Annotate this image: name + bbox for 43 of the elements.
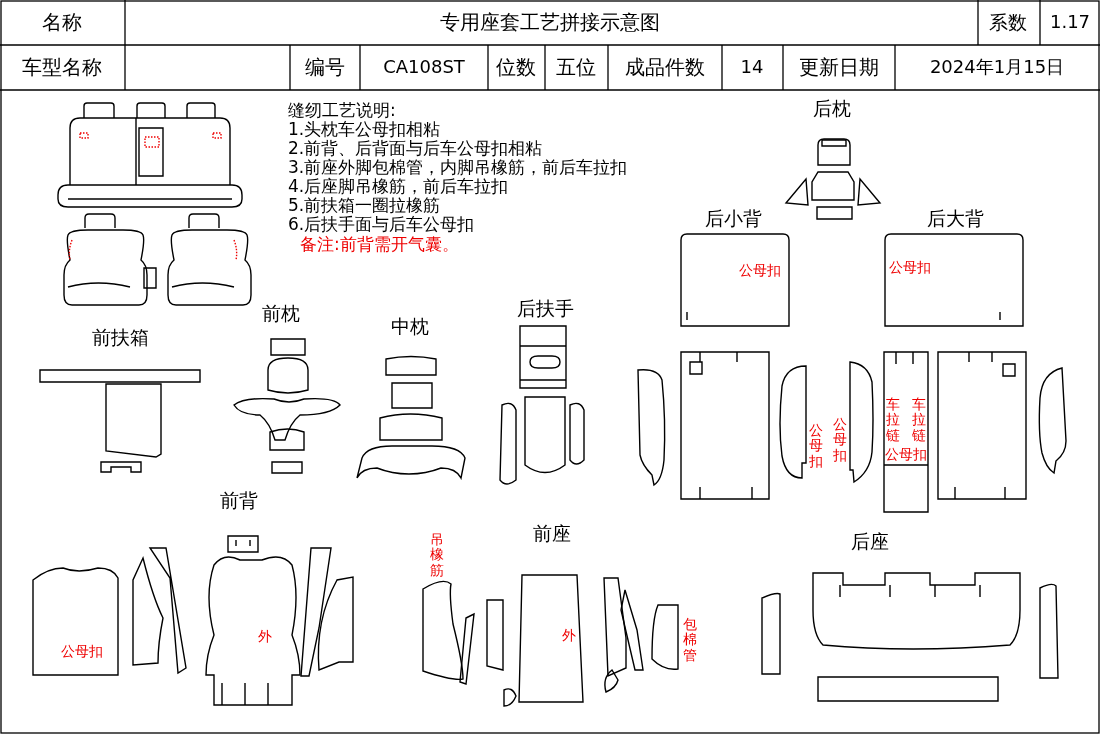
sewing-note: 外 — [562, 628, 576, 644]
section-heading: 后枕 — [813, 97, 851, 119]
sewing-note: 吊橡筋 — [430, 531, 444, 579]
section-heading: 前扶箱 — [91, 326, 149, 348]
table-header: 名称 — [42, 11, 82, 33]
table-value: 2024年1月15日 — [929, 57, 1065, 77]
table-header: 更新日期 — [799, 56, 879, 78]
instruction-text: 3.前座外脚包棉管，内脚吊橡筋，前后车拉扣 — [288, 158, 628, 177]
instruction-text: 4.后座脚吊橡筋，前后车拉扣 — [288, 177, 509, 196]
sewing-note: 公母扣 — [61, 644, 103, 660]
table-value: 14 — [740, 57, 764, 77]
table-value: 1.17 — [1049, 12, 1091, 32]
sewing-note: 包棉管 — [683, 616, 697, 664]
sewing-note: 公母扣 — [889, 260, 931, 276]
sewing-note: 公母扣 — [885, 447, 927, 463]
instruction-text: 1.头枕车公母扣相粘 — [288, 120, 441, 139]
sewing-note: 公母扣 — [809, 422, 823, 470]
remark-text: 备注:前背需开气囊。 — [300, 235, 459, 254]
section-heading: 前枕 — [262, 302, 300, 324]
section-heading: 后扶手 — [516, 297, 574, 319]
section-heading: 前背 — [220, 489, 258, 511]
instructions-heading: 缝纫工艺说明: — [288, 101, 396, 120]
table-value: CA108ST — [383, 57, 465, 77]
table-header: 成品件数 — [625, 56, 705, 78]
sewing-note: 公母扣 — [833, 416, 847, 464]
section-heading: 后小背 — [704, 207, 762, 229]
sewing-note: 车拉链 — [912, 396, 926, 444]
sewing-note: 公母扣 — [739, 263, 781, 279]
instruction-text: 5.前扶箱一圈拉橡筋 — [288, 196, 441, 215]
table-header: 系数 — [989, 11, 1027, 33]
sewing-note: 外 — [258, 629, 272, 645]
table-header: 编号 — [305, 56, 345, 78]
section-heading: 中枕 — [391, 315, 429, 337]
section-heading: 后座 — [851, 530, 889, 552]
diagram-title: 专用座套工艺拼接示意图 — [440, 11, 660, 33]
instruction-text: 2.前背、后背面与后车公母扣相粘 — [288, 139, 543, 158]
section-heading: 后大背 — [926, 207, 984, 229]
table-value: 五位 — [556, 56, 596, 78]
section-heading: 前座 — [533, 522, 571, 544]
sewing-note: 车拉链 — [886, 396, 900, 444]
table-header: 车型名称 — [22, 56, 102, 78]
table-header: 位数 — [496, 56, 536, 78]
instruction-text: 6.后扶手面与后车公母扣 — [288, 215, 475, 234]
